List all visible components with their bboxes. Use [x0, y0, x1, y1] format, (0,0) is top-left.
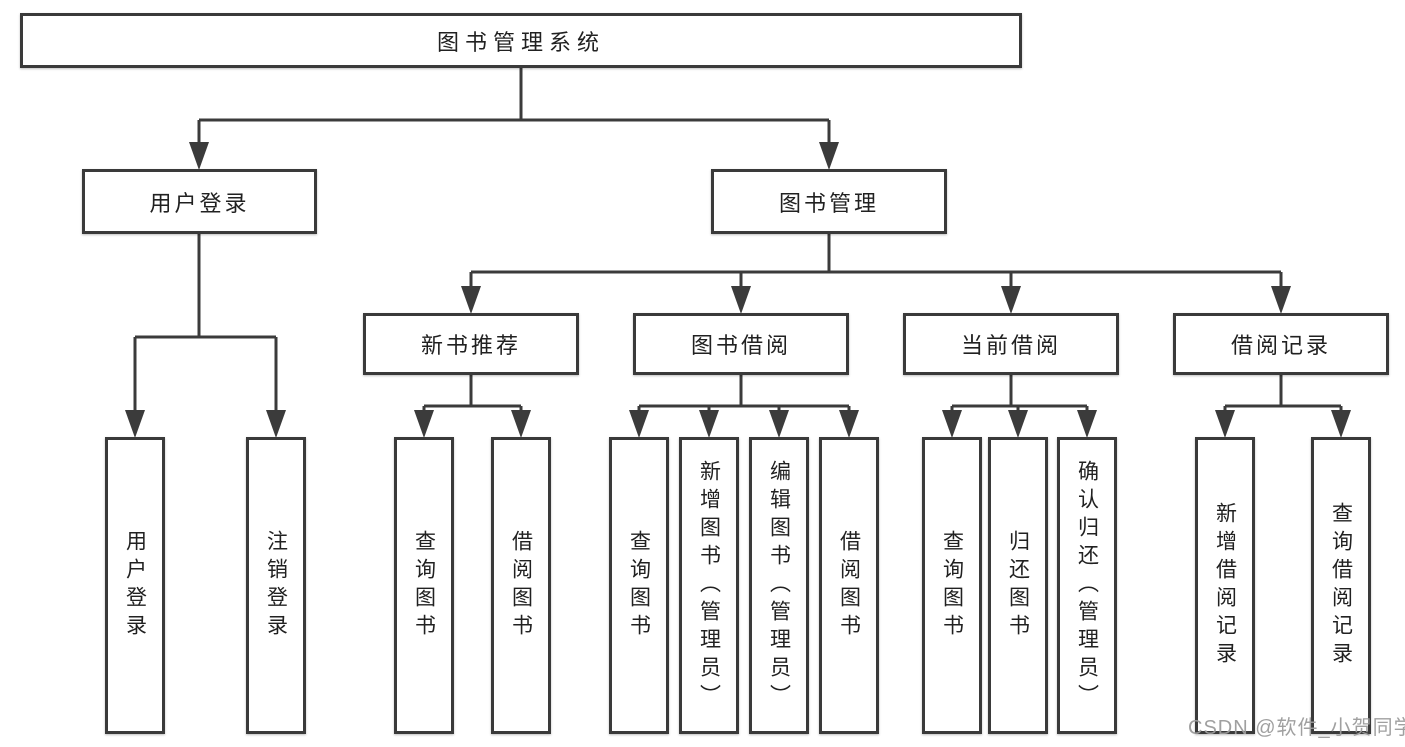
leaf-query-books-borrowing: 查询图书 — [609, 437, 669, 734]
node-new-book-recommendation: 新书推荐 — [363, 313, 579, 375]
leaf-borrow-books-borrowing: 借阅图书 — [819, 437, 879, 734]
leaf-query-books-current: 查询图书 — [922, 437, 982, 734]
node-root: 图书管理系统 — [20, 13, 1022, 68]
leaf-add-borrow-record: 新增借阅记录 — [1195, 437, 1255, 734]
leaf-edit-books-admin: 编辑图书（管理员） — [749, 437, 809, 734]
leaf-return-books: 归还图书 — [988, 437, 1048, 734]
node-book-borrowing: 图书借阅 — [633, 313, 849, 375]
node-current-borrowing: 当前借阅 — [903, 313, 1119, 375]
node-book-management: 图书管理 — [711, 169, 947, 234]
node-borrowing-records: 借阅记录 — [1173, 313, 1389, 375]
leaf-user-login: 用户登录 — [105, 437, 165, 734]
leaf-add-books-admin: 新增图书（管理员） — [679, 437, 739, 734]
leaf-logout: 注销登录 — [246, 437, 306, 734]
leaf-query-books-recommend: 查询图书 — [394, 437, 454, 734]
leaf-borrow-books-recommend: 借阅图书 — [491, 437, 551, 734]
node-user-login: 用户登录 — [82, 169, 317, 234]
leaf-query-borrow-record: 查询借阅记录 — [1311, 437, 1371, 734]
leaf-confirm-return-admin: 确认归还（管理员） — [1057, 437, 1117, 734]
csdn-watermark: CSDN @软件_小贺同学 — [1188, 717, 1405, 739]
